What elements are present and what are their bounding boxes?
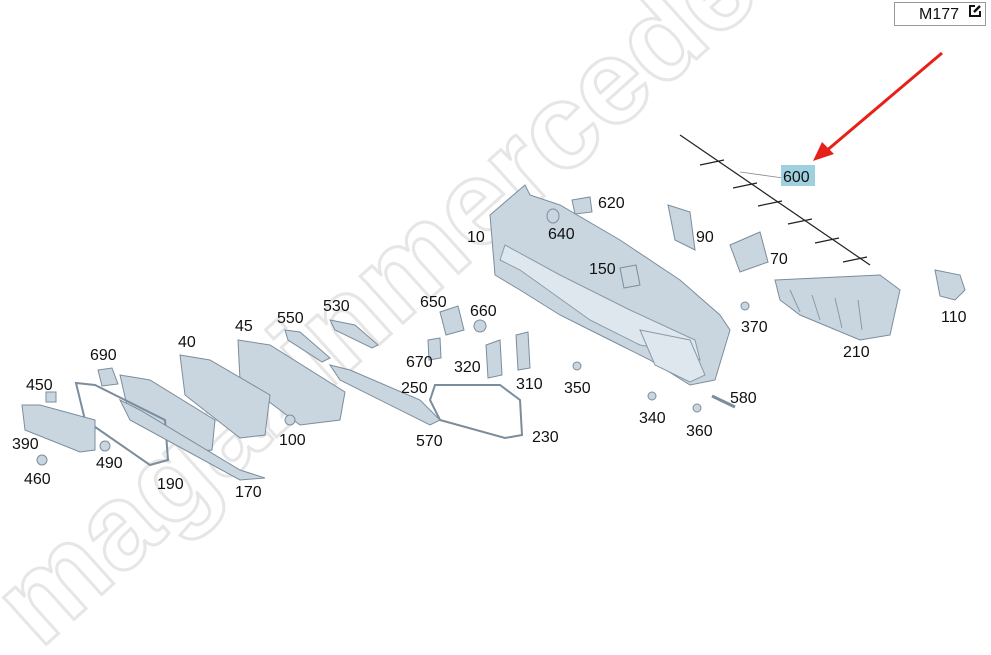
part-label-350[interactable]: 350 — [564, 380, 591, 397]
holder-150 — [619, 264, 641, 289]
part-shapes — [21, 184, 966, 481]
part-label-230[interactable]: 230 — [532, 429, 559, 446]
part-label-460[interactable]: 460 — [24, 471, 51, 488]
screw-370 — [740, 301, 750, 311]
part-label-490[interactable]: 490 — [96, 455, 123, 472]
sensor-620 — [571, 196, 593, 215]
part-label-670[interactable]: 670 — [406, 354, 433, 371]
screw-360 — [692, 403, 702, 413]
bracket-320 — [485, 339, 503, 379]
model-selector[interactable]: M177 — [894, 2, 986, 26]
clip-450 — [45, 391, 57, 403]
red-arrow-pointer — [813, 51, 943, 161]
clip-690 — [97, 367, 119, 387]
screw-350 — [572, 361, 582, 371]
part-label-640[interactable]: 640 — [548, 226, 575, 243]
part-label-170[interactable]: 170 — [235, 484, 262, 501]
reference-lines — [679, 134, 871, 266]
plate-390 — [21, 404, 96, 453]
insert-40 — [179, 354, 271, 439]
nut-490 — [99, 440, 111, 452]
sensor-650 — [439, 305, 465, 336]
part-label-110[interactable]: 110 — [941, 309, 967, 326]
trim-530 — [329, 319, 379, 349]
screw-340 — [647, 391, 657, 401]
part-label-450[interactable]: 450 — [26, 377, 53, 394]
part-label-150[interactable]: 150 — [589, 261, 616, 278]
part-label-620[interactable]: 620 — [598, 195, 625, 212]
bracket-70 — [729, 231, 769, 273]
part-label-40[interactable]: 40 — [178, 334, 196, 351]
part-label-310[interactable]: 310 — [516, 376, 543, 393]
part-label-360[interactable]: 360 — [686, 423, 713, 440]
part-label-340[interactable]: 340 — [639, 410, 666, 427]
watermark: magazinmercedes.ru — [0, 0, 946, 655]
part-label-530[interactable]: 530 — [323, 298, 350, 315]
part-label-90[interactable]: 90 — [696, 229, 714, 246]
trim-550 — [284, 329, 331, 363]
part-label-550[interactable]: 550 — [277, 310, 304, 327]
pin-580 — [711, 394, 736, 409]
clip-670 — [427, 337, 442, 361]
part-label-390[interactable]: 390 — [12, 436, 39, 453]
bracket-310 — [515, 331, 531, 371]
part-label-650[interactable]: 650 — [420, 294, 447, 311]
part-label-580[interactable]: 580 — [730, 390, 757, 407]
part-label-320[interactable]: 320 — [454, 359, 481, 376]
part-label-570[interactable]: 570 — [416, 433, 443, 450]
bracket-90 — [667, 204, 696, 251]
part-label-45[interactable]: 45 — [235, 318, 253, 335]
part-label-370[interactable]: 370 — [741, 319, 768, 336]
part-label-10[interactable]: 10 — [467, 229, 485, 246]
part-label-100[interactable]: 100 — [279, 432, 306, 449]
screw-460 — [36, 454, 48, 466]
bracket-110 — [934, 269, 966, 301]
part-label-250[interactable]: 250 — [401, 380, 428, 397]
strip-570 — [328, 364, 441, 426]
part-label-690[interactable]: 690 — [90, 347, 117, 364]
part-label-600[interactable]: 600 — [783, 169, 810, 186]
part-label-210[interactable]: 210 — [843, 344, 870, 361]
strip-170 — [118, 398, 266, 481]
edit-icon[interactable] — [968, 4, 982, 18]
model-code: M177 — [919, 6, 960, 23]
clip-660 — [473, 319, 487, 333]
part-labels: 10 640 620 90 70 600 150 110 370 210 650… — [12, 169, 967, 501]
part-label-190[interactable]: 190 — [157, 476, 184, 493]
ring-640 — [546, 208, 560, 224]
highlight-600 — [781, 165, 815, 186]
part-label-70[interactable]: 70 — [770, 251, 788, 268]
screw-100 — [284, 414, 296, 426]
part-label-660[interactable]: 660 — [470, 303, 497, 320]
frame-230 — [428, 384, 524, 440]
